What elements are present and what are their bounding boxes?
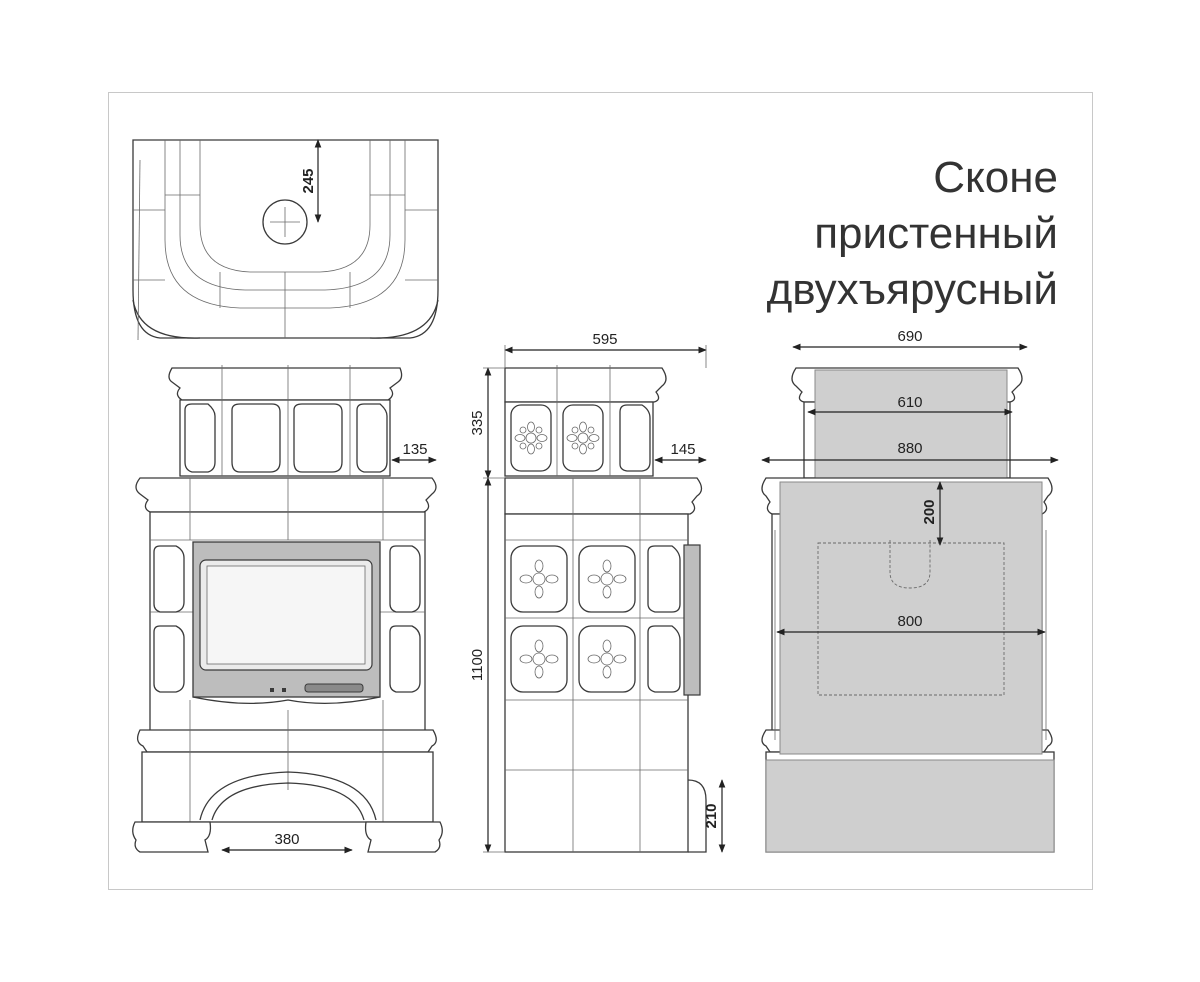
flower-ornament: [587, 559, 627, 599]
rear-view: 690 610 880 200 800: [761, 328, 1059, 853]
flower-ornament: [519, 639, 559, 679]
dim-rear-inner-width: 610: [897, 394, 922, 411]
dim-rear-middle-width: 880: [897, 440, 922, 457]
dim-top-flue-offset: 245: [300, 168, 317, 193]
dim-rear-top-width: 690: [897, 328, 922, 345]
dim-side-width: 595: [592, 331, 617, 348]
flower-ornament: [587, 639, 627, 679]
dim-side-upper-height: 335: [469, 410, 486, 435]
side-view: 595 335 1100 145 210: [469, 331, 726, 853]
title-line-1: Сконе: [933, 153, 1058, 202]
drawing-frame: [108, 92, 1093, 890]
dim-rear-body-width: 800: [897, 613, 922, 630]
product-title: Сконе пристенный двухъярусный: [767, 150, 1058, 318]
title-line-2: пристенный: [814, 209, 1058, 258]
dim-side-base-height: 210: [703, 803, 720, 828]
flower-ornament: [519, 559, 559, 599]
top-view: 245: [132, 139, 439, 341]
flower-ornament: [566, 421, 600, 455]
dim-side-upper-depth: 145: [670, 441, 695, 458]
flower-ornament: [514, 421, 548, 455]
title-line-3: двухъярусный: [766, 265, 1058, 314]
dim-front-base-arch: 380: [274, 831, 299, 848]
dim-front-upper-side: 135: [402, 441, 427, 458]
dim-rear-flue-drop: 200: [921, 499, 938, 524]
dim-side-lower-height: 1100: [469, 649, 486, 681]
front-view: 135 380: [132, 365, 443, 854]
